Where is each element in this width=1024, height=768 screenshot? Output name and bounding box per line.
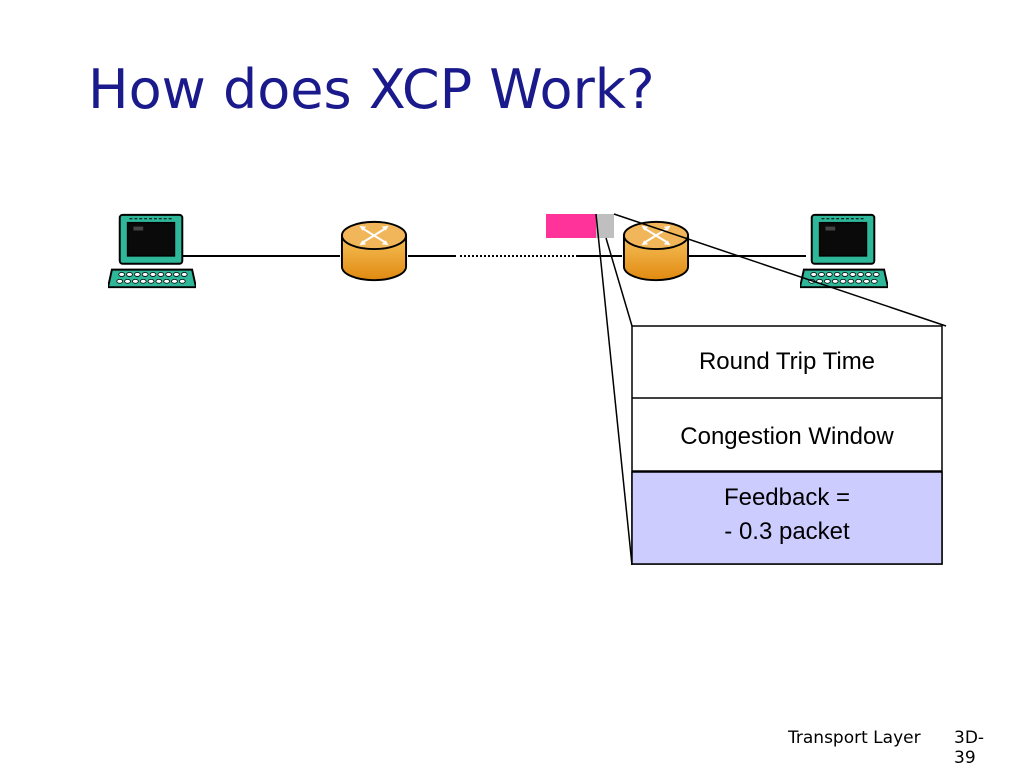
- feedback-label: Feedback =: [723, 484, 851, 511]
- footer-label: Transport Layer: [788, 728, 921, 748]
- zoom-line: [605, 237, 633, 327]
- router-icon: [340, 220, 408, 282]
- packet-payload: [546, 214, 596, 238]
- feedback-field: [631, 471, 943, 565]
- zoom-line: [613, 213, 947, 327]
- computer-icon: [108, 213, 196, 289]
- cwnd-field: Congestion Window: [680, 423, 894, 450]
- page-number: 3D-39: [954, 728, 985, 768]
- slide-title: How does XCP Work?: [88, 58, 655, 121]
- computer-icon: [800, 213, 888, 289]
- router-icon: [622, 220, 690, 282]
- rtt-field: Round Trip Time: [698, 348, 876, 375]
- packet-header: [596, 214, 614, 238]
- zoom-line: [595, 213, 633, 566]
- feedback-value: - 0.3 packet: [724, 518, 850, 545]
